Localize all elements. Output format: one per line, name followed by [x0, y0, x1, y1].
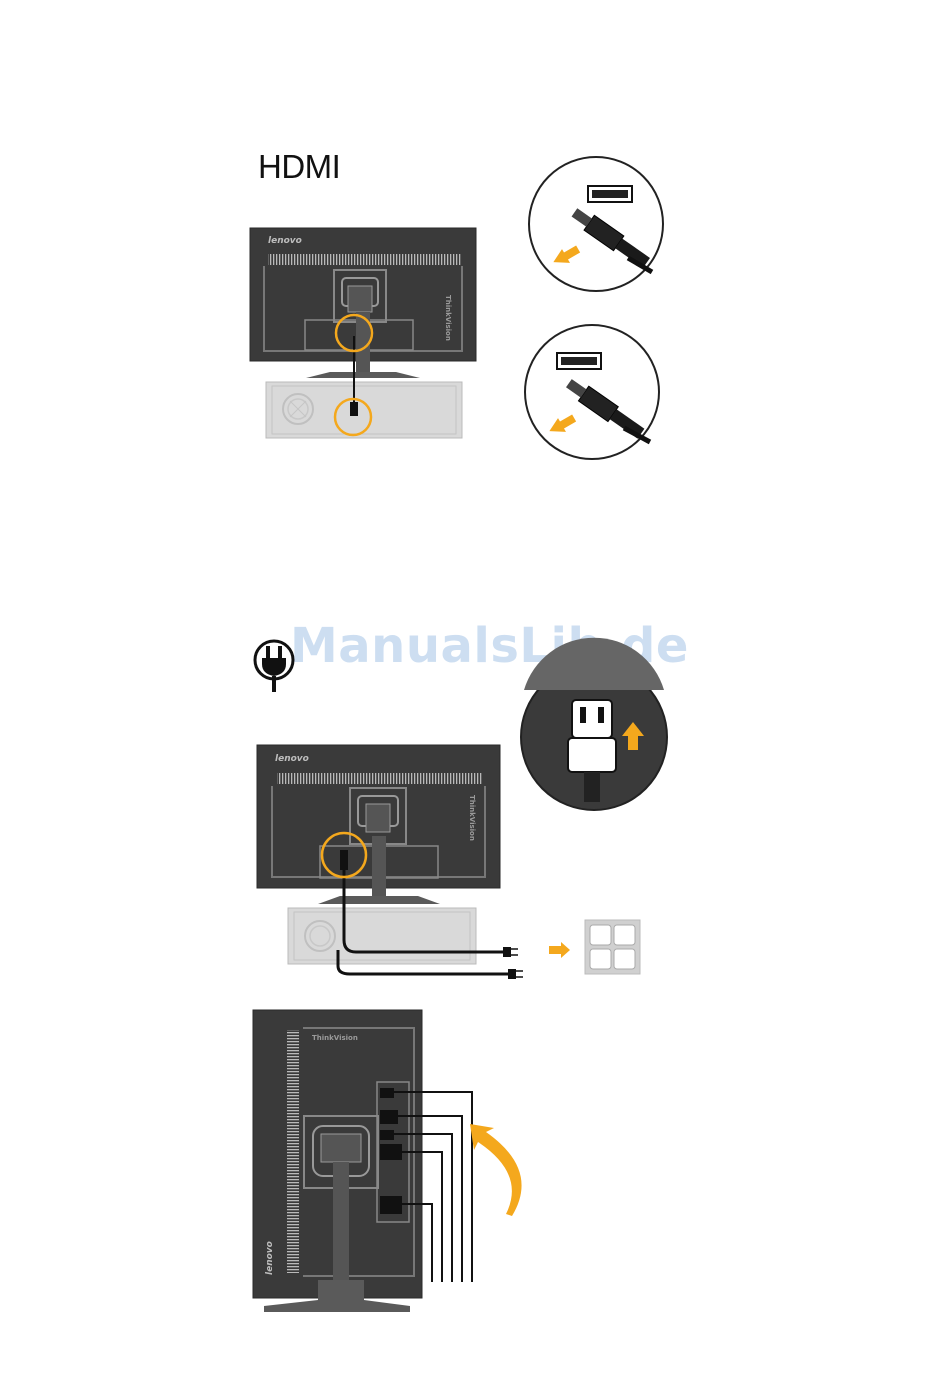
rotate-arrow-icon: [470, 1124, 522, 1216]
power-plug-icon: [255, 641, 293, 692]
monitor-brand-logo-3: lenovo: [265, 1241, 275, 1275]
monitor-model-mark-3: ThinkVision: [312, 1034, 358, 1042]
plug-in-arrow-icon: [549, 942, 570, 958]
monitor-model-mark-2: ThinkVision: [468, 795, 476, 841]
power-connector-zoom: [521, 638, 667, 810]
wall-outlet-icon: [585, 920, 640, 974]
monitor-model-mark: ThinkVision: [444, 295, 452, 341]
monitor-brand-logo: lenovo: [268, 236, 302, 246]
hdmi-pc-case: [266, 382, 462, 438]
hdmi-monitor-illustration: lenovo ThinkVision: [250, 228, 476, 378]
hdmi-connector-zoom-pc: [525, 325, 659, 459]
rotated-monitor-illustration: ThinkVision lenovo: [253, 1010, 422, 1312]
monitor-brand-logo-2: lenovo: [275, 754, 309, 764]
hdmi-connector-zoom-monitor: [529, 157, 663, 291]
power-pc-case: [288, 908, 476, 964]
power-monitor-illustration: lenovo ThinkVision: [257, 745, 500, 904]
